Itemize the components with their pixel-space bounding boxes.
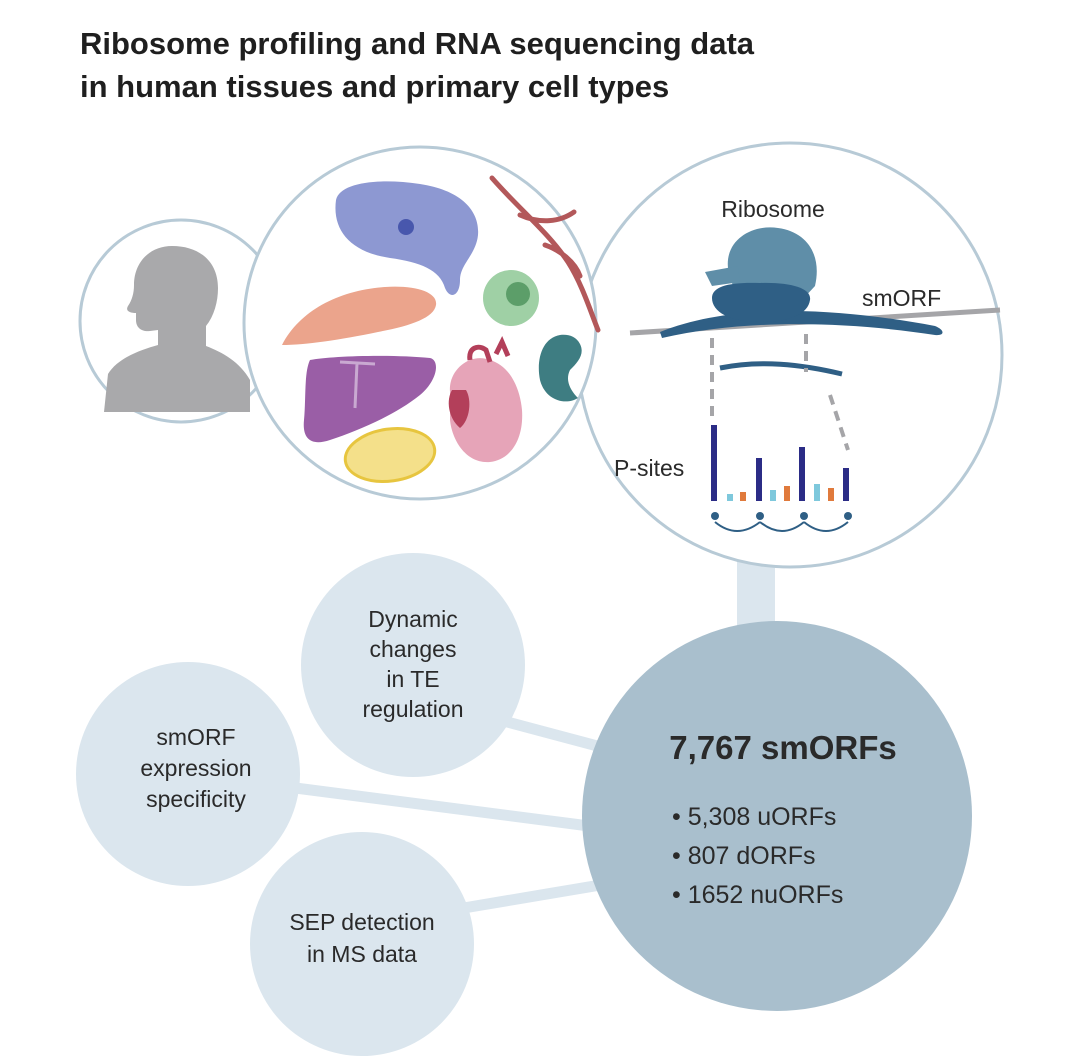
brain-icon: [335, 181, 479, 295]
smorf-zoom-strand: [719, 361, 843, 377]
fat-cell-icon: [343, 427, 437, 483]
specificity-line-2: expression: [140, 755, 251, 781]
psite-bars: [711, 425, 849, 501]
psite-bar: [756, 458, 762, 501]
tissues-circle: [242, 145, 601, 501]
zoom-guide-right: [828, 394, 850, 451]
sep-line-2: in MS data: [307, 941, 417, 967]
psite-bar: [770, 490, 776, 501]
psite-bar: [727, 494, 733, 501]
title-line-2: in human tissues and primary cell types: [80, 69, 670, 104]
smorf-label: smORF: [862, 285, 941, 311]
bubble-dynamic-changes: Dynamic changes in TE regulation: [301, 553, 525, 777]
kidney-icon: [538, 334, 582, 402]
stem-cell-icon: [483, 270, 539, 326]
ribosome-icon: [705, 227, 817, 322]
connector-specificity: [279, 780, 621, 836]
codon-arcs: [711, 512, 852, 532]
summary-item-nuorfs: • 1652 nuORFs: [672, 881, 843, 909]
bubble-sep-detection: SEP detection in MS data: [250, 832, 474, 1056]
specificity-line-1: smORF: [156, 724, 235, 750]
summary-item-dorfs: • 807 dORFs: [672, 842, 816, 870]
summary-circle: 7,767 smORFs • 5,308 uORFs • 807 dORFs •…: [582, 621, 972, 1011]
psite-bar: [814, 484, 820, 501]
total-smorfs: 7,767 smORFs: [669, 729, 896, 766]
dynamic-line-4: regulation: [362, 696, 463, 722]
psite-bar: [711, 425, 717, 501]
dynamic-line-2: changes: [370, 636, 457, 662]
heart-icon: [448, 336, 523, 463]
ribosome-label: Ribosome: [721, 196, 825, 222]
bubble-expression-specificity: smORF expression specificity: [76, 662, 300, 886]
psite-bar: [843, 468, 849, 501]
psites-label: P-sites: [614, 455, 684, 481]
muscle-icon: [282, 286, 437, 345]
title-line-1: Ribosome profiling and RNA sequencing da…: [80, 26, 755, 61]
liver-icon: [303, 355, 436, 443]
dynamic-line-3: in TE: [386, 666, 439, 692]
psite-bar: [799, 447, 805, 501]
specificity-line-3: specificity: [146, 786, 246, 812]
psite-bar: [740, 492, 746, 501]
human-circle: [78, 218, 284, 424]
human-silhouette-icon: [104, 246, 250, 412]
figure-title: Ribosome profiling and RNA sequencing da…: [80, 22, 754, 108]
psite-bar: [784, 486, 790, 501]
summary-item-uorfs: • 5,308 uORFs: [672, 803, 836, 831]
blood-vessel-icon: [489, 175, 601, 333]
sep-line-1: SEP detection: [289, 909, 434, 935]
ribosome-circle: Ribosome smORF P-sites: [576, 141, 1004, 569]
psite-bar: [828, 488, 834, 501]
dynamic-line-1: Dynamic: [368, 606, 457, 632]
